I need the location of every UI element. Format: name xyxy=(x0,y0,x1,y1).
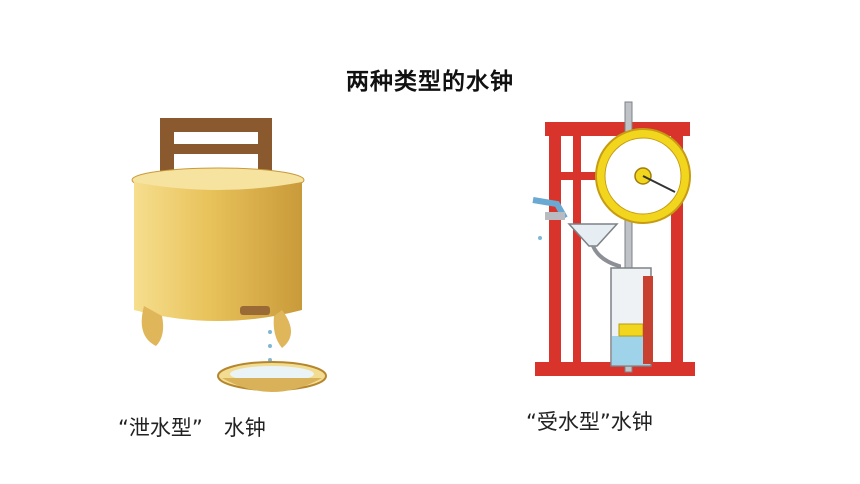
outflow-water-clock-illustration xyxy=(131,118,327,392)
page-title: 两种类型的水钟 xyxy=(346,69,514,95)
inflow-water-clock-illustration xyxy=(532,101,695,376)
inflow-water-clock-caption: “受水型”水钟 xyxy=(526,410,653,434)
outflow-water-clock-caption: “泄水型” 水钟 xyxy=(118,416,266,440)
